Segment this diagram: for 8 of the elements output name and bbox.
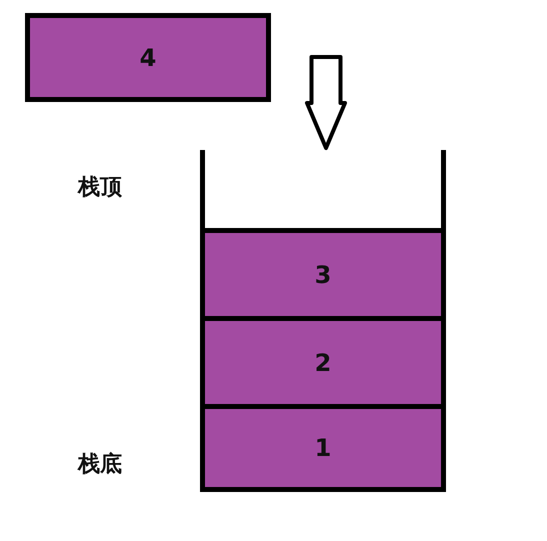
stack-container xyxy=(200,150,446,492)
stack-item: 2 xyxy=(205,316,441,404)
stack-label: 栈底 xyxy=(78,450,122,479)
arrow xyxy=(305,55,347,150)
stack-item: 3 xyxy=(205,228,441,316)
stack-item: 4 xyxy=(25,13,271,102)
stack-item: 1 xyxy=(205,404,441,487)
stack-label: 栈顶 xyxy=(78,174,122,202)
